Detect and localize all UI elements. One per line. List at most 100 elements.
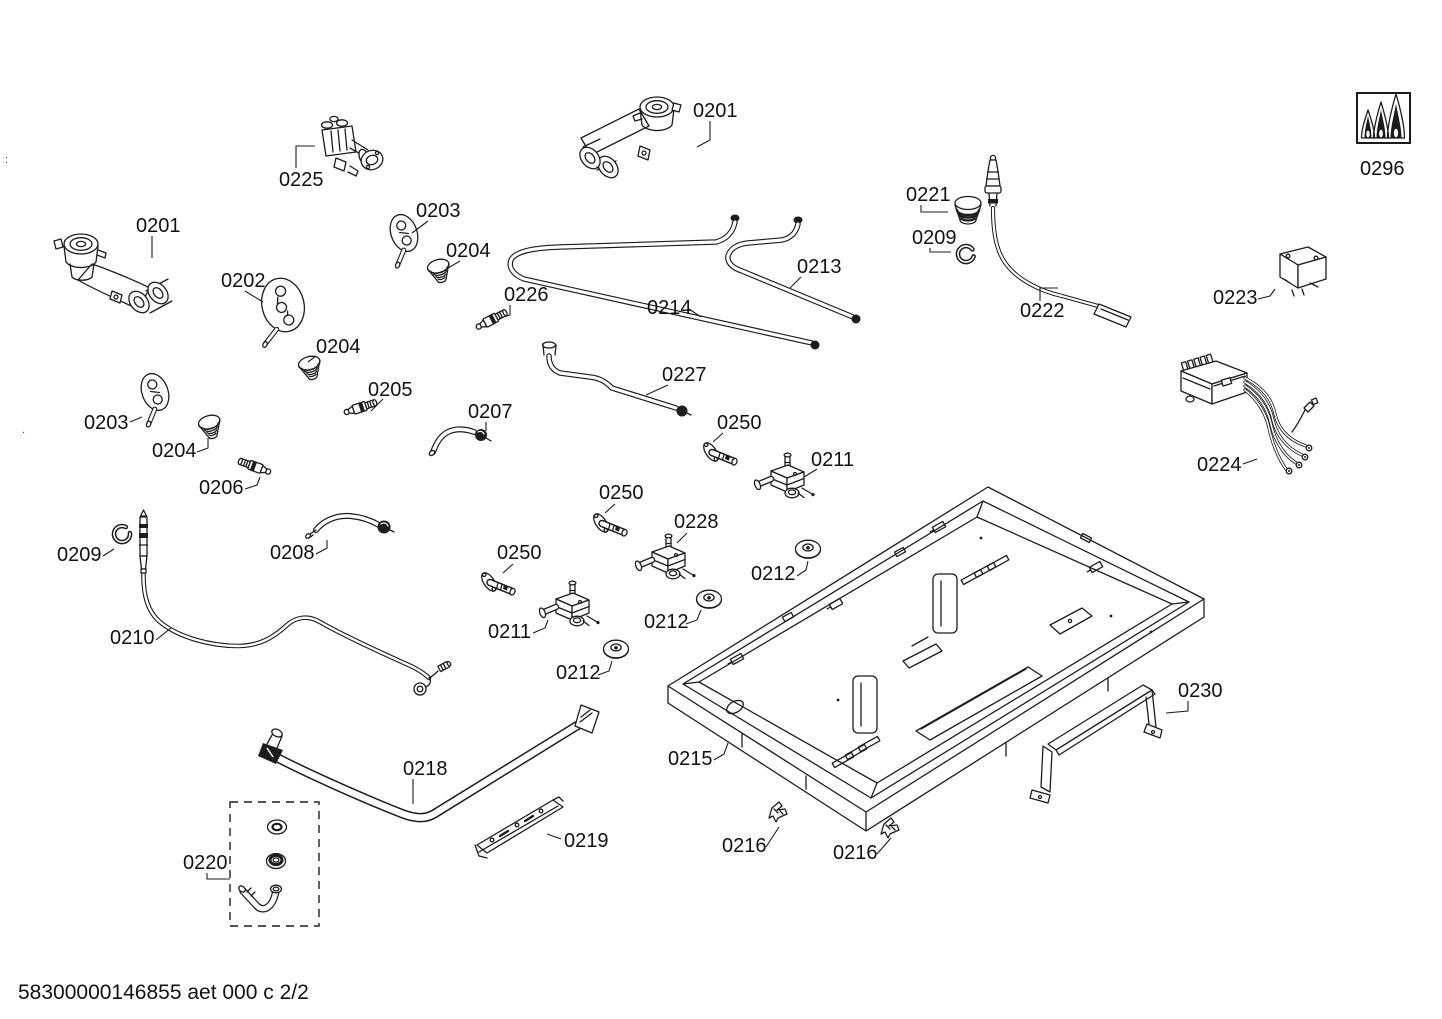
leader-line [499,305,511,319]
part-0208-gas-pipe [305,512,395,539]
leader-line [676,532,688,544]
callout-0211-right: 0211 [803,449,854,478]
part-label: 0227 [662,364,707,386]
callout-0226: 0226 [499,284,549,319]
callout-0213: 0213 [789,256,842,289]
leader-line [1039,287,1058,301]
part-0215-base-tray [667,486,1205,832]
leader-line [713,742,729,761]
flame-legend-icon [1356,92,1411,144]
part-0214-gas-pipe [507,214,820,350]
leader-line [645,384,669,396]
callout-0228: 0228 [674,511,719,544]
part-0201-burner-manifold-top [579,96,682,179]
callout-0202: 0202 [221,270,266,303]
part-0206-injector [236,455,273,478]
part-label: 0250 [717,412,762,434]
callout-0210: 0210 [110,627,172,649]
part-label: 0225 [279,169,324,191]
part-0212-grommet-bottom [602,639,630,659]
part-0201-burner-manifold-left [53,233,173,314]
part-label: 0209 [57,544,102,566]
leader-line [295,145,315,168]
part-0227-gas-pipe [541,341,692,417]
callout-0208: 0208 [270,540,328,564]
part-label: 0220 [183,852,228,874]
part-0209-retaining-clip-right [957,245,974,262]
part-label: 0214 [647,297,692,319]
part-label: 0213 [797,256,842,278]
leader-line [920,205,948,213]
leader-line [129,416,143,423]
callout-0218: 0218 [403,758,448,804]
tray-wall-clips [727,520,1104,666]
callout-0216-left: 0216 [722,826,780,857]
part-label: 0207 [468,401,513,423]
callout-0222: 0222 [1020,287,1065,322]
leader-line [447,260,461,269]
callout-0223: 0223 [1213,287,1276,309]
callout-0250-mid: 0250 [599,482,644,514]
part-label: 0201 [136,215,181,237]
part-label: 0219 [564,830,609,852]
leader-line [803,468,818,478]
part-0228-gas-tap [634,534,695,579]
callout-0219: 0219 [546,830,609,852]
part-0216-fixing-clip-right [880,817,900,839]
leader-line [696,121,711,148]
leader-line [876,837,892,855]
callout-0250-top: 0250 [712,412,762,443]
part-label: 0205 [368,379,413,401]
callout-0250-left: 0250 [497,542,542,574]
part-0224-wiring-harness [1180,353,1319,475]
callout-0230: 0230 [1165,680,1223,714]
leader-line [1242,458,1258,465]
part-0207-gas-pipe [428,426,492,457]
leader-line [929,248,951,253]
part-0211-gas-tap-left [538,581,599,626]
part-0225-valve-bracket-assembly [320,115,384,177]
callout-0216-right: 0216 [833,837,892,864]
callout-0212-right: 0212 [751,560,809,585]
part-0250-valve-stem-top [701,440,738,465]
tray-vent-slots-top [960,554,1010,586]
callout-0212-mid: 0212 [644,609,702,633]
part-label: 0201 [693,100,738,122]
callout-0224: 0224 [1197,454,1258,476]
leader-line [206,873,230,880]
part-label: 0218 [403,758,448,780]
part-0221-ignition-cap [954,195,982,225]
part-label: 0296 [1360,158,1405,180]
part-label: 0204 [316,336,361,358]
part-0250-valve-stem-left [479,570,516,595]
callout-0225: 0225 [279,145,324,191]
tray-vent-slots-bottom [831,735,881,769]
leader-line [685,609,702,625]
callout-0203-left: 0203 [84,412,143,434]
callout-0296: 0296 [1360,158,1405,180]
leader-line [370,398,384,412]
part-0230-support-bracket [1029,684,1163,804]
leader-line [532,619,549,634]
part-label: 0228 [674,511,719,533]
leader-line [796,560,809,577]
leader-line [597,660,613,676]
leader-line [546,833,562,840]
part-0226-injector [473,307,510,333]
part-0218-manifold-pipe [258,704,600,823]
part-label: 0216 [722,835,767,857]
part-0250-valve-stem-mid [591,511,628,536]
callout-0211-left: 0211 [488,619,549,643]
part-label: 0250 [497,542,542,564]
document-number: 58300000146855 aet 000 c 2/2 [18,981,309,1004]
callout-0201-left: 0201 [136,215,181,258]
leader-line [765,826,780,848]
callout-0201-top: 0201 [693,100,738,148]
part-label: 0211 [488,621,531,643]
callout-0206: 0206 [199,476,261,499]
callout-0227: 0227 [645,364,707,396]
callout-0203-right: 0203 [411,200,461,234]
part-label: 0211 [811,449,854,471]
leader-line [1165,701,1189,714]
